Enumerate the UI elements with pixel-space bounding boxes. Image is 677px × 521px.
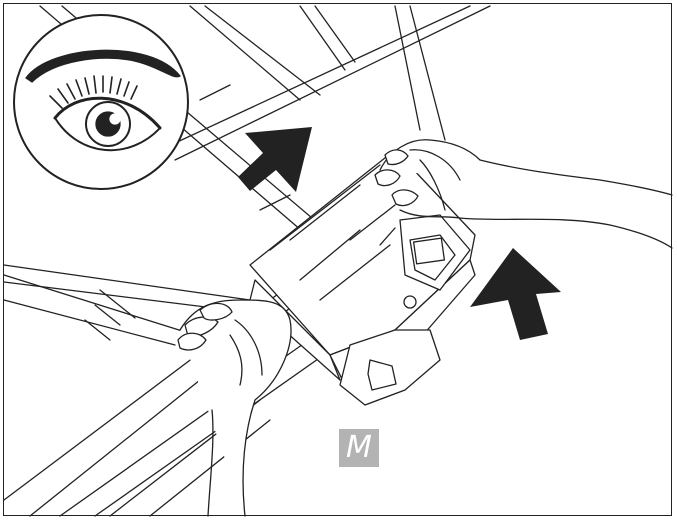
left-hand [177, 299, 292, 517]
arrow-up-icon [470, 248, 561, 340]
step-marker-label: M [346, 430, 372, 465]
arrow-up-right-icon [238, 127, 312, 192]
eye-icon [13, 14, 189, 190]
device-housing [249, 149, 476, 406]
step-marker-badge: M [339, 429, 379, 467]
right-hand [374, 139, 673, 249]
